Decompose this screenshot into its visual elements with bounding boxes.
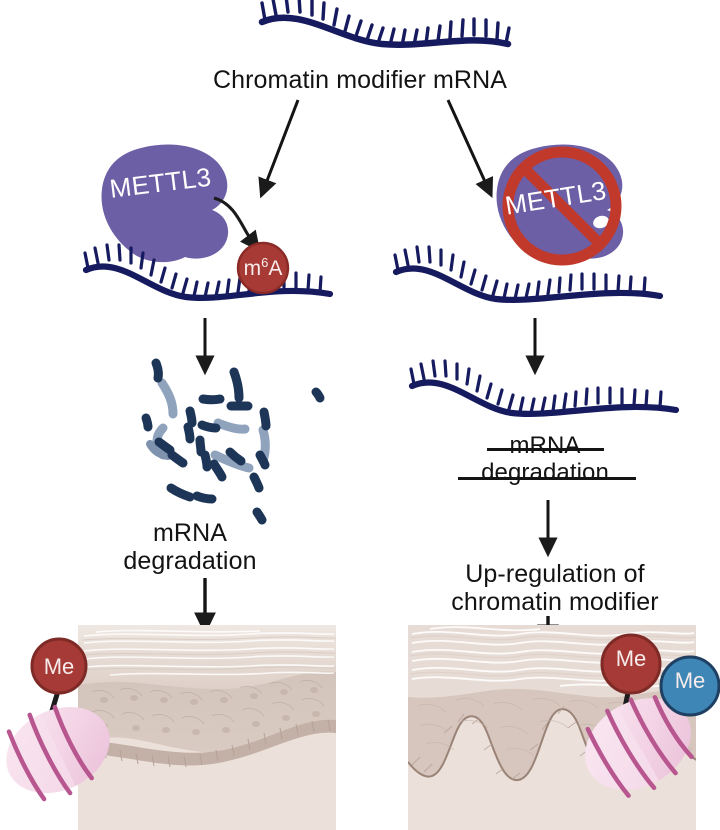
mrna-strand-left xyxy=(82,243,334,301)
skin-panel-left xyxy=(78,625,336,830)
m6a-m: m xyxy=(243,257,262,280)
mrna-strand-right-upper xyxy=(392,245,664,303)
nucleosome-left xyxy=(6,637,110,802)
m6a-superscript: 6 xyxy=(261,255,269,270)
prohibition-sign xyxy=(502,146,622,266)
me-circle-right-red xyxy=(600,633,662,695)
strikethrough-line-1 xyxy=(487,448,604,451)
branch-arrow-left xyxy=(258,99,300,199)
mrna-fragments-cloud xyxy=(141,358,325,525)
me-left-label: Me xyxy=(43,654,75,679)
branch-arrow-right xyxy=(446,99,494,199)
m6a-circle xyxy=(236,241,290,295)
methylation-arrow xyxy=(213,196,261,252)
mrna-strand-right-lower xyxy=(408,359,680,417)
right-upregulation-label: Up-regulation of chromatin modifier xyxy=(451,560,659,616)
m6a-mark-label: m6A xyxy=(236,255,290,281)
me-right-blue-label: Me xyxy=(674,668,706,693)
me-circle-left xyxy=(30,637,88,695)
mrna-strand-top xyxy=(258,0,512,48)
page-title: Chromatin modifier mRNA xyxy=(212,66,508,94)
strikethrough-line-2 xyxy=(458,477,636,480)
right-no-degradation-label: mRNA degradation xyxy=(481,432,609,486)
me-right-red-label: Me xyxy=(615,646,647,671)
m6a-a: A xyxy=(268,257,283,280)
mettl3-protein-left xyxy=(101,144,229,263)
me-circle-right-blue xyxy=(659,655,720,717)
left-degradation-label: mRNA degradation xyxy=(123,519,257,575)
nucleosome-right xyxy=(585,633,720,798)
